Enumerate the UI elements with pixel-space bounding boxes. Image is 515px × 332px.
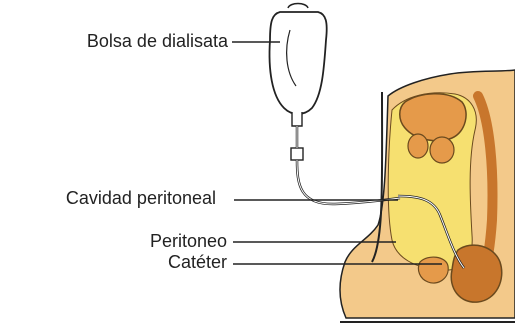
label-peritoneal-cavity: Cavidad peritoneal bbox=[66, 189, 216, 207]
bag-outlet bbox=[292, 112, 302, 126]
bladder bbox=[418, 257, 448, 283]
organ-loop-2 bbox=[430, 137, 454, 163]
body-cross-section bbox=[340, 70, 515, 322]
label-catheter: Catéter bbox=[168, 253, 227, 271]
label-peritoneum: Peritoneo bbox=[150, 232, 227, 250]
label-dialysate-bag: Bolsa de dialisata bbox=[87, 32, 228, 50]
bag-body bbox=[270, 12, 327, 114]
organ-loop-1 bbox=[408, 134, 428, 158]
bag-clamp bbox=[291, 148, 303, 160]
pelvic-organ bbox=[451, 245, 502, 302]
bag-hanger bbox=[288, 4, 308, 9]
